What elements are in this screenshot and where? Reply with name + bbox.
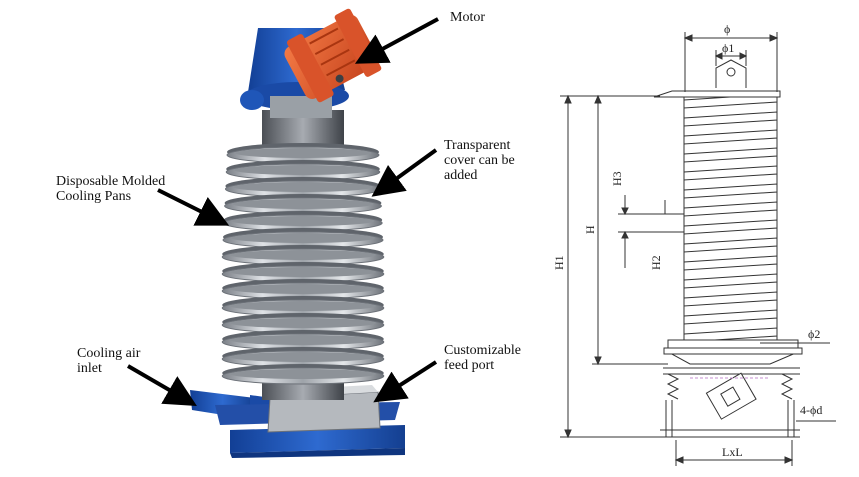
- right-spring: [780, 373, 794, 400]
- pan-inner: [230, 301, 376, 311]
- pan-inner: [233, 182, 373, 192]
- pan-inner: [234, 165, 372, 175]
- transparent-cover-line-2: cover can be: [444, 153, 515, 168]
- coil-turn: [683, 183, 778, 199]
- pan-inner: [230, 250, 376, 260]
- coil-turn: [683, 147, 778, 163]
- pan-inner: [231, 216, 375, 226]
- cooling-pans-label: Disposable Molded Cooling Pans: [56, 174, 165, 204]
- air-arrow: [126, 364, 197, 407]
- cooling-air-line-1: Cooling air: [77, 346, 141, 361]
- pan-inner: [230, 267, 376, 277]
- pan-inner: [230, 352, 376, 362]
- feed-port-label: Customizable feed port: [444, 343, 521, 373]
- coil-turn: [683, 129, 778, 145]
- phi1-label: ϕ1: [722, 41, 734, 55]
- base-label: LxL: [722, 445, 743, 459]
- coil-turn: [683, 111, 778, 127]
- cooling-pans-line-2: Cooling Pans: [56, 189, 132, 204]
- h1-label: H1: [552, 255, 566, 270]
- cooling-air-label: Cooling air inlet: [77, 346, 140, 376]
- pan-inner: [230, 284, 376, 294]
- coil-turn: [683, 201, 778, 217]
- pan-inner: [235, 148, 371, 158]
- phi-label: ϕ: [724, 22, 730, 36]
- h3-label: H3: [610, 171, 624, 186]
- top-lug: [715, 59, 747, 88]
- motor-arrow: [354, 17, 439, 64]
- h2-label: H2: [649, 255, 663, 270]
- transparent-cover-line-1: Transparent: [444, 138, 511, 153]
- transparent-cover-line-3: added: [444, 168, 478, 183]
- coil-turn: [683, 273, 778, 289]
- coil-turn: [683, 219, 778, 235]
- holes-label: 4-ϕd: [800, 403, 822, 417]
- feed-port-line-1: Customizable: [444, 343, 521, 358]
- pan-inner: [230, 369, 376, 379]
- label-arrows: [126, 17, 439, 407]
- coil-turn: [683, 165, 778, 181]
- cooling-pans-line-1: Disposable Molded: [56, 174, 166, 189]
- coil-turn: [683, 291, 778, 307]
- left-spring: [666, 373, 680, 400]
- motor-label: Motor: [450, 10, 485, 25]
- feed-port-line-2: feed port: [444, 358, 495, 373]
- drawing-spiral: [683, 92, 778, 343]
- pan-inner: [232, 199, 374, 209]
- drive-motor: [705, 372, 757, 420]
- coil-turn: [683, 255, 778, 271]
- phi2-label: ϕ2: [808, 327, 820, 341]
- pan-inner: [230, 335, 376, 345]
- coil-turn: [683, 237, 778, 253]
- pan-inner: [231, 233, 375, 243]
- spiral-pans: [221, 143, 385, 385]
- cover-arrow: [371, 148, 438, 197]
- pan-inner: [230, 318, 376, 328]
- top-flange: [653, 90, 781, 98]
- cooling-air-line-2: inlet: [77, 361, 102, 376]
- transparent-cover-label: Transparent cover can be added: [444, 138, 515, 183]
- coil-turn: [683, 309, 778, 325]
- h-label: H: [583, 225, 597, 234]
- feed-arrow: [373, 360, 438, 403]
- pans-arrow: [157, 188, 230, 226]
